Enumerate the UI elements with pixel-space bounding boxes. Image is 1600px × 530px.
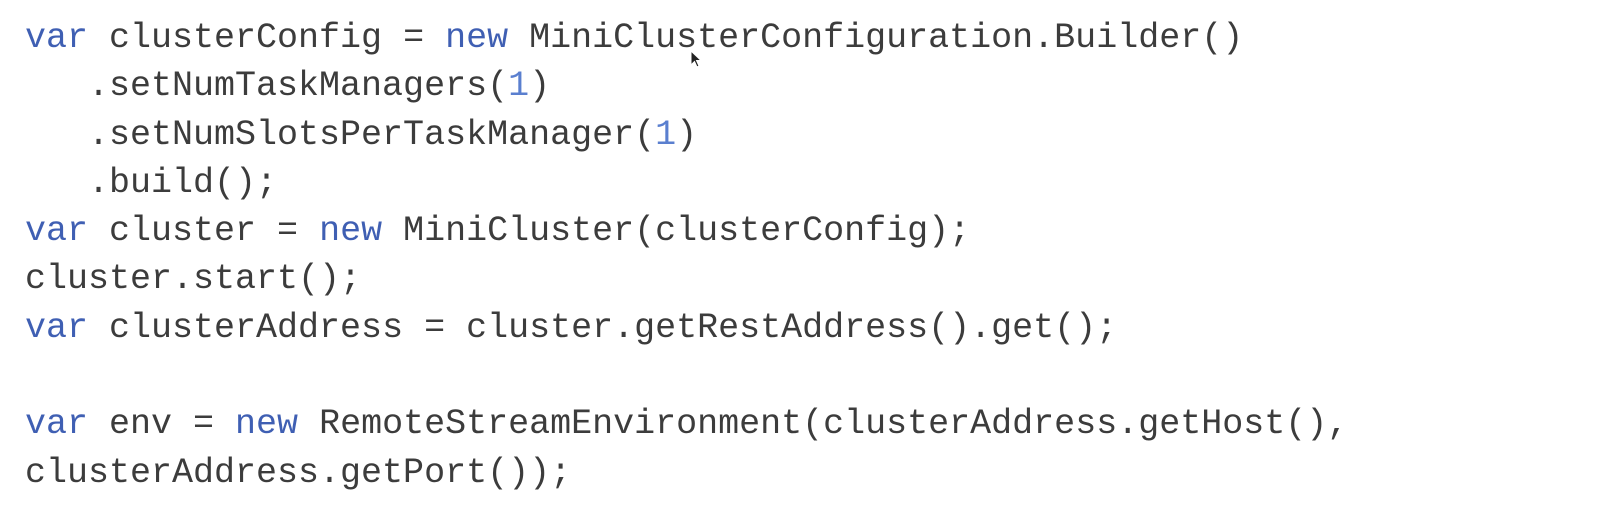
code-line-2: .setNumTaskManagers(1) — [25, 62, 1585, 110]
mouse-cursor-icon — [690, 50, 703, 68]
code-line-5: var cluster = new MiniCluster(clusterCon… — [25, 207, 1585, 255]
code-block: var clusterConfig = new MiniClusterConfi… — [25, 14, 1585, 497]
keyword: var — [25, 307, 89, 348]
keyword: var — [25, 18, 89, 58]
keyword: new — [445, 18, 509, 58]
number-literal: 1 — [655, 114, 677, 155]
code-text: cluster.start(); — [25, 259, 362, 300]
code-text: MiniClusterConfiguration.Builder() — [508, 18, 1244, 58]
code-text: .setNumSlotsPerTaskManager( — [25, 114, 656, 155]
keyword: var — [25, 211, 89, 252]
code-text: clusterAddress = cluster.getRestAddress(… — [88, 307, 1118, 348]
number-literal: 1 — [508, 66, 530, 107]
code-line-6: cluster.start(); — [25, 255, 1585, 303]
code-line-4: .build(); — [25, 159, 1585, 207]
code-line-3: .setNumSlotsPerTaskManager(1) — [25, 111, 1585, 159]
code-text: MiniCluster(clusterConfig); — [382, 211, 971, 252]
code-line-8 — [25, 352, 1585, 400]
keyword: new — [235, 404, 299, 445]
code-text: ) — [529, 66, 551, 107]
code-line-1: var clusterConfig = new MiniClusterConfi… — [25, 14, 1585, 62]
code-text: cluster = — [88, 211, 320, 252]
code-text: .build(); — [25, 162, 278, 203]
code-line-9: var env = new RemoteStreamEnvironment(cl… — [25, 400, 1585, 448]
keyword: new — [319, 211, 383, 252]
code-text: clusterConfig = — [88, 18, 446, 58]
code-text: ) — [676, 114, 698, 155]
code-line-7: var clusterAddress = cluster.getRestAddr… — [25, 304, 1585, 352]
code-text: env = — [88, 404, 236, 445]
keyword: var — [25, 404, 89, 445]
code-text: RemoteStreamEnvironment(clusterAddress.g… — [298, 404, 1349, 445]
code-text: clusterAddress.getPort()); — [25, 452, 572, 493]
code-text: .setNumTaskManagers( — [25, 66, 509, 107]
code-line-10: clusterAddress.getPort()); — [25, 449, 1585, 497]
